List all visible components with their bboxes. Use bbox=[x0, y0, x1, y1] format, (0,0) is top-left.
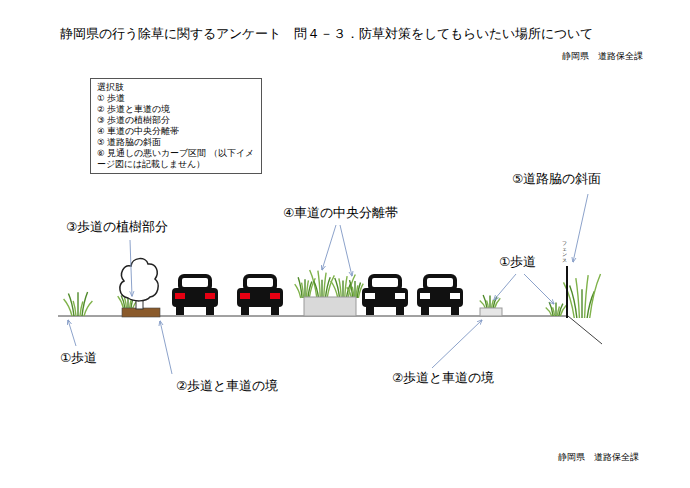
choice-item: ④ 車道の中央分離帯 bbox=[97, 126, 255, 137]
department-label: 静岡県 道路保全課 bbox=[558, 452, 639, 463]
fence-label: フェンス bbox=[562, 241, 567, 263]
callout-label: ②歩道と車道の境 bbox=[176, 378, 278, 393]
choice-box: 選択肢① 歩道② 歩道と車道の境③ 歩道の植樹部分④ 車道の中央分離帯⑤ 道路脇… bbox=[90, 78, 262, 174]
box-heading: 選択肢 bbox=[97, 82, 255, 93]
callout-label: ④車道の中央分離帯 bbox=[283, 205, 398, 220]
title: 静岡県の行う除草に関するアンケート 問４－３．防草対策をしてもらいたい場所につい… bbox=[60, 26, 593, 41]
slope-line bbox=[568, 316, 602, 344]
choice-item: ① 歩道 bbox=[97, 93, 255, 104]
callout-label: ③歩道の植樹部分 bbox=[66, 219, 168, 234]
fence bbox=[566, 266, 568, 318]
tree bbox=[120, 259, 160, 317]
callout-label: ①歩道 bbox=[60, 350, 97, 365]
callout-label: ②歩道と車道の境 bbox=[392, 370, 494, 385]
choice-item: ⑥ 見通しの悪いカーブ区間 （以下イメージ図には記載しません） bbox=[97, 148, 255, 170]
choice-item: ③ 歩道の植樹部分 bbox=[97, 115, 255, 126]
curb bbox=[480, 308, 502, 316]
cars bbox=[172, 274, 463, 315]
choice-item: ② 歩道と車道の境 bbox=[97, 104, 255, 115]
callout-label: ①歩道 bbox=[499, 254, 536, 269]
median bbox=[304, 297, 356, 316]
choice-item: ⑤ 道路脇の斜面 bbox=[97, 137, 255, 148]
department-label: 静岡県 道路保全課 bbox=[562, 51, 643, 62]
callout-label: ⑤道路脇の斜面 bbox=[512, 171, 601, 186]
